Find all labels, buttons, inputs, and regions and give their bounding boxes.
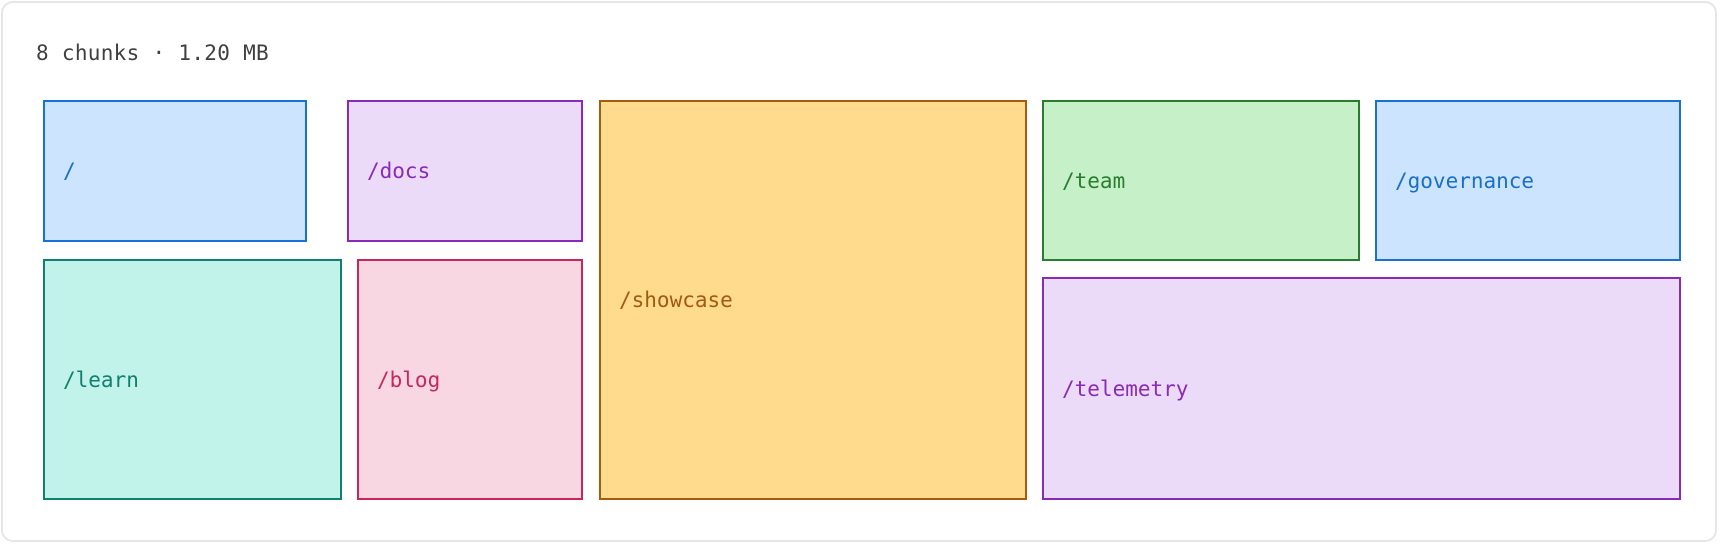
chunk-team[interactable]: /team — [1042, 100, 1360, 261]
chunk-label-docs: /docs — [367, 159, 431, 183]
chunk-showcase[interactable]: /showcase — [599, 100, 1027, 500]
chunk-root[interactable]: / — [43, 100, 307, 242]
chunk-label-root: / — [63, 159, 76, 183]
chunk-blog[interactable]: /blog — [357, 259, 583, 500]
chunk-label-team: /team — [1062, 168, 1126, 193]
chunk-label-governance: /governance — [1395, 168, 1535, 193]
chunk-label-learn: /learn — [63, 367, 139, 392]
chunk-label-blog: /blog — [377, 367, 441, 392]
chunk-telemetry[interactable]: /telemetry — [1042, 277, 1681, 500]
chunk-summary: 8 chunks · 1.20 MB — [36, 41, 269, 65]
chunk-label-telemetry: /telemetry — [1062, 376, 1189, 401]
chunk-docs[interactable]: /docs — [347, 100, 583, 242]
chunk-governance[interactable]: /governance — [1375, 100, 1681, 261]
chunk-learn[interactable]: /learn — [43, 259, 342, 500]
chunk-label-showcase: /showcase — [619, 288, 733, 312]
